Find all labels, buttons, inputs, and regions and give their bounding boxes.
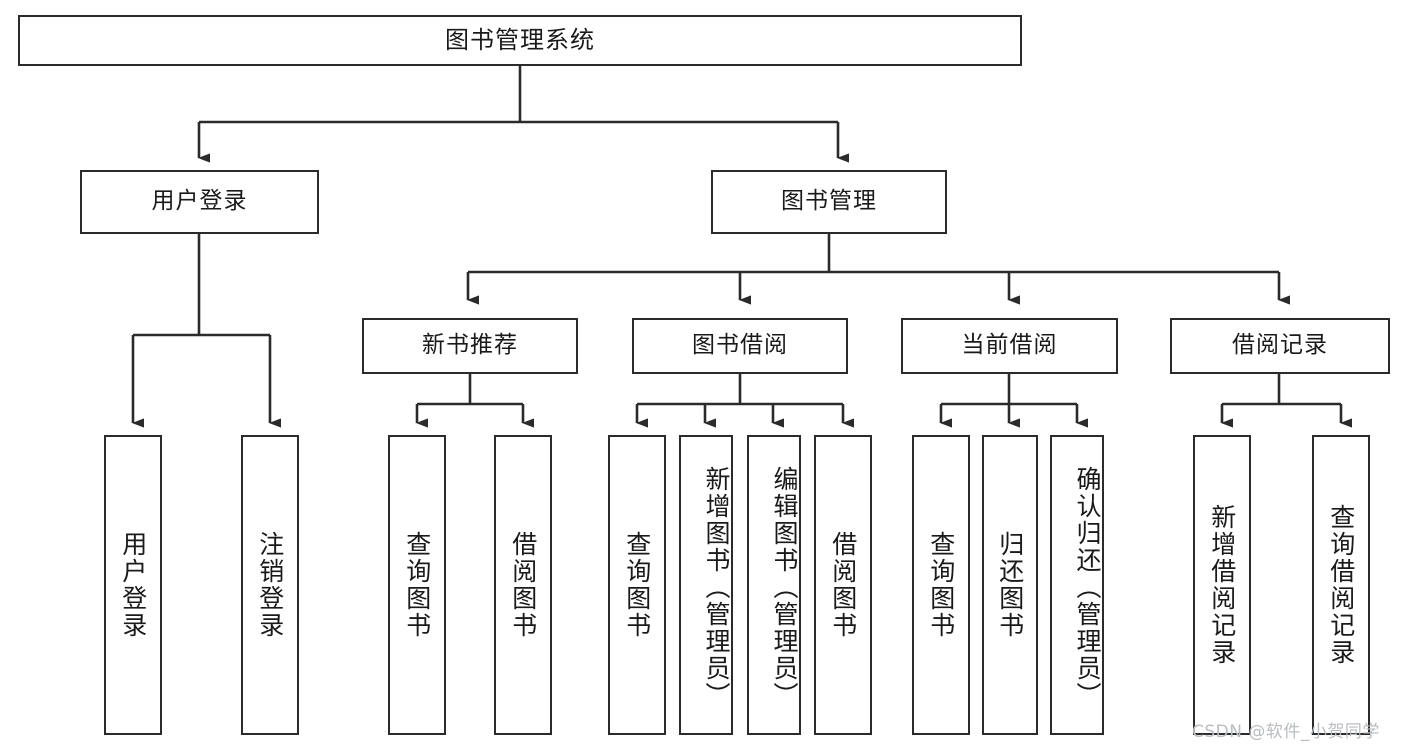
- node-new-book-recommend[interactable]: 新书推荐: [362, 318, 578, 374]
- leaf-nb-borrow-book-label: 借阅图书: [508, 531, 538, 639]
- leaf-bb-add-book-label: 新增图书（管理员）: [702, 465, 731, 709]
- leaf-bb-query-book-label: 查询图书: [622, 531, 652, 639]
- node-user-login[interactable]: 用户登录: [80, 170, 319, 234]
- node-root-system[interactable]: 图书管理系统: [18, 15, 1022, 66]
- leaf-user-login[interactable]: 用户登录: [104, 435, 162, 735]
- node-book-borrow-label: 图书借阅: [692, 332, 788, 359]
- node-borrow-record[interactable]: 借阅记录: [1170, 318, 1390, 374]
- leaf-nb-query-book[interactable]: 查询图书: [388, 435, 446, 735]
- leaf-cb-confirm-return-label: 确认归还（管理员）: [1073, 465, 1102, 709]
- leaf-nb-query-book-label: 查询图书: [402, 531, 432, 639]
- leaf-cb-query-book[interactable]: 查询图书: [912, 435, 970, 735]
- leaf-bb-add-book[interactable]: 新增图书（管理员）: [679, 435, 733, 735]
- leaf-bb-borrow-book[interactable]: 借阅图书: [814, 435, 872, 735]
- leaf-bb-borrow-book-label: 借阅图书: [828, 531, 858, 639]
- leaf-cb-return-book-label: 归还图书: [995, 531, 1025, 639]
- leaf-bb-edit-book[interactable]: 编辑图书（管理员）: [747, 435, 801, 735]
- node-current-borrow-label: 当前借阅: [961, 332, 1058, 359]
- node-user-login-label: 用户登录: [151, 188, 248, 215]
- leaf-br-add-record[interactable]: 新增借阅记录: [1193, 435, 1251, 735]
- node-book-borrow[interactable]: 图书借阅: [632, 318, 848, 374]
- leaf-cb-confirm-return[interactable]: 确认归还（管理员）: [1050, 435, 1104, 735]
- leaf-cb-return-book[interactable]: 归还图书: [982, 435, 1038, 735]
- leaf-br-query-record[interactable]: 查询借阅记录: [1312, 435, 1370, 735]
- leaf-br-query-record-label: 查询借阅记录: [1326, 504, 1356, 666]
- leaf-bb-edit-book-label: 编辑图书（管理员）: [770, 465, 799, 709]
- node-borrow-record-label: 借阅记录: [1232, 332, 1328, 359]
- leaf-user-login-label: 用户登录: [118, 531, 148, 639]
- node-current-borrow[interactable]: 当前借阅: [901, 318, 1118, 374]
- leaf-logout-label: 注销登录: [255, 531, 285, 639]
- leaf-br-add-record-label: 新增借阅记录: [1207, 504, 1237, 666]
- leaf-bb-query-book[interactable]: 查询图书: [608, 435, 666, 735]
- node-book-manage-label: 图书管理: [781, 188, 877, 215]
- csdn-watermark: CSDN @软件_小贺同学: [1192, 722, 1380, 742]
- node-book-manage[interactable]: 图书管理: [711, 170, 947, 234]
- node-new-book-recommend-label: 新书推荐: [422, 332, 518, 359]
- leaf-nb-borrow-book[interactable]: 借阅图书: [494, 435, 552, 735]
- leaf-cb-query-book-label: 查询图书: [926, 531, 956, 639]
- leaf-logout[interactable]: 注销登录: [241, 435, 299, 735]
- node-root-label: 图书管理系统: [445, 26, 595, 55]
